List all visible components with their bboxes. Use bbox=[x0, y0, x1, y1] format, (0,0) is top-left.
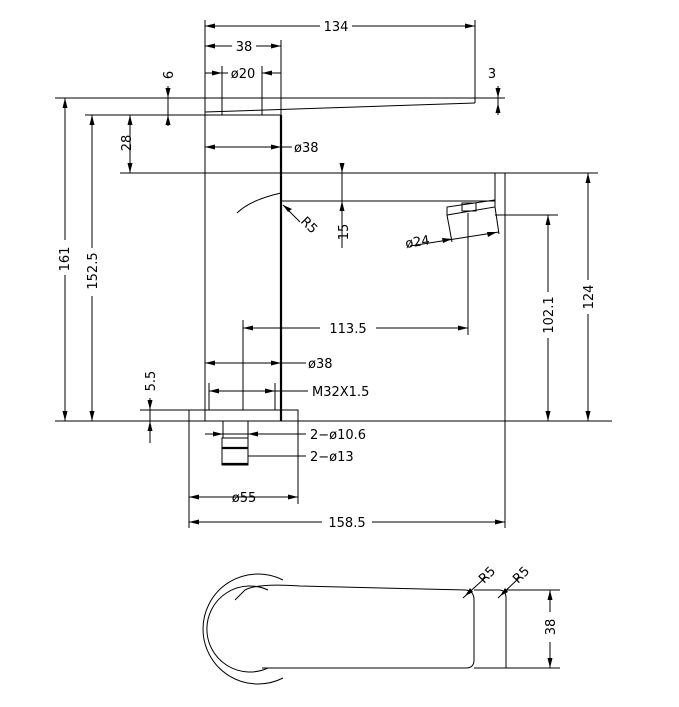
dim-m32-label: M32X1.5 bbox=[312, 385, 369, 400]
dim-phi24-ext-left bbox=[446, 214, 453, 243]
dim-113-arrow-l bbox=[243, 325, 253, 331]
dim-28-arrow-b bbox=[127, 163, 133, 173]
dim-phi24-line bbox=[409, 231, 500, 247]
dim-38-arrow-r bbox=[271, 43, 281, 49]
dim-phi38b-label: ø38 bbox=[308, 357, 333, 372]
dim-28-label: 28 bbox=[120, 135, 135, 152]
dim-134-arrow-l bbox=[205, 23, 215, 29]
dim-3-arrow-b bbox=[495, 103, 501, 113]
dim-phi10-arrow-l bbox=[213, 431, 223, 437]
dim-15-arrow-b bbox=[339, 201, 345, 211]
dim-phi24-ext-right bbox=[494, 206, 500, 235]
dim-phi38b-arrow-l bbox=[205, 360, 215, 366]
plan-handle-body bbox=[244, 584, 475, 669]
dim-152-arrow-b bbox=[89, 411, 95, 421]
dim-161-arrow-t bbox=[62, 98, 68, 108]
dim-38-plan-label: 38 bbox=[544, 619, 559, 636]
dim-124-label: 124 bbox=[582, 285, 597, 310]
dim-6-arrow-t bbox=[165, 88, 171, 98]
dim-38-arrow-l bbox=[205, 43, 215, 49]
dim-158-arrow-r bbox=[495, 519, 505, 525]
dim-102-label: 102.1 bbox=[542, 296, 557, 333]
dim-113-label: 113.5 bbox=[329, 322, 366, 337]
dim-phi38a-label: ø38 bbox=[294, 141, 319, 156]
dim-phi24-arrow-r bbox=[487, 232, 497, 237]
dim-r5-spout-arrow bbox=[283, 205, 292, 212]
dim-102-arrow-b bbox=[545, 411, 551, 421]
dim-38-plan-arrow-b bbox=[547, 658, 553, 668]
dim-phi55-label: ø55 bbox=[232, 491, 257, 506]
dim-6-arrow-b bbox=[165, 115, 171, 125]
dim-124-arrow-b bbox=[585, 411, 591, 421]
dim-5-5-arrow-t bbox=[147, 400, 153, 410]
dimensions: 134 38 ø20 6 3 161 bbox=[58, 20, 598, 531]
dim-134-arrow-r bbox=[465, 23, 475, 29]
dim-38-label: 38 bbox=[236, 40, 253, 55]
dim-m32-arrow-r bbox=[265, 388, 275, 394]
dim-phi55-arrow-l bbox=[189, 494, 199, 500]
dim-158-label: 158.5 bbox=[328, 516, 365, 531]
dim-102-arrow-t bbox=[545, 215, 551, 225]
aerator-insert bbox=[461, 202, 477, 212]
dim-6-label: 6 bbox=[162, 71, 177, 79]
dim-r5-a-arrow bbox=[465, 588, 473, 596]
under-counter-block bbox=[188, 420, 299, 498]
dim-phi10-label: 2−ø10.6 bbox=[310, 428, 366, 443]
dim-phi20-arrow-r bbox=[262, 70, 272, 76]
plan-inner-ring bbox=[206, 585, 269, 673]
dim-phi38a-arrow-r bbox=[271, 144, 281, 150]
dim-3-arrow-t bbox=[495, 88, 501, 98]
shank-lower bbox=[221, 437, 249, 466]
handle-lower-edge bbox=[204, 102, 476, 113]
spout-curve bbox=[236, 192, 282, 214]
dim-5-5-arrow-b bbox=[147, 421, 153, 431]
dim-15-label: 15 bbox=[337, 224, 352, 241]
dim-152-label: 152.5 bbox=[86, 252, 101, 289]
dim-134-label: 134 bbox=[324, 20, 349, 35]
plan-view: 38 R5 R5 bbox=[202, 564, 560, 685]
dim-m32-arrow-l bbox=[209, 388, 219, 394]
dim-161-label: 161 bbox=[58, 247, 73, 272]
dim-phi24-label: ø24 bbox=[404, 233, 431, 252]
dim-161-arrow-b bbox=[62, 411, 68, 421]
dim-phi20-label: ø20 bbox=[231, 67, 256, 82]
dim-phi20-arrow-l bbox=[212, 70, 222, 76]
dim-152-arrow-t bbox=[89, 115, 95, 125]
dim-phi13-label: 2−ø13 bbox=[310, 450, 354, 465]
dim-28-arrow-t bbox=[127, 115, 133, 125]
dim-113-arrow-r bbox=[458, 325, 468, 331]
dim-phi55-arrow-r bbox=[288, 494, 298, 500]
dim-38-plan-arrow-t bbox=[547, 590, 553, 600]
plan-handle-edge bbox=[234, 589, 246, 601]
dim-r5-spout-label: R5 bbox=[297, 214, 320, 237]
dim-3-label: 3 bbox=[488, 67, 496, 82]
dim-124-arrow-t bbox=[585, 173, 591, 183]
aerator bbox=[446, 199, 496, 216]
dim-158-arrow-l bbox=[189, 519, 199, 525]
plan-outer-ring bbox=[202, 573, 284, 685]
dim-r5-b-arrow bbox=[500, 588, 508, 596]
dim-phi24-arrow-l bbox=[442, 238, 452, 243]
dim-15-arrow-t bbox=[339, 163, 345, 173]
dim-5-5-label: 5.5 bbox=[144, 371, 159, 392]
plan-handle-tip bbox=[474, 589, 507, 669]
dim-phi38b-arrow-r bbox=[271, 360, 281, 366]
dim-phi10-arrow-r bbox=[248, 431, 258, 437]
dim-phi38a-arrow-l bbox=[205, 144, 215, 150]
shank-upper bbox=[222, 420, 249, 439]
